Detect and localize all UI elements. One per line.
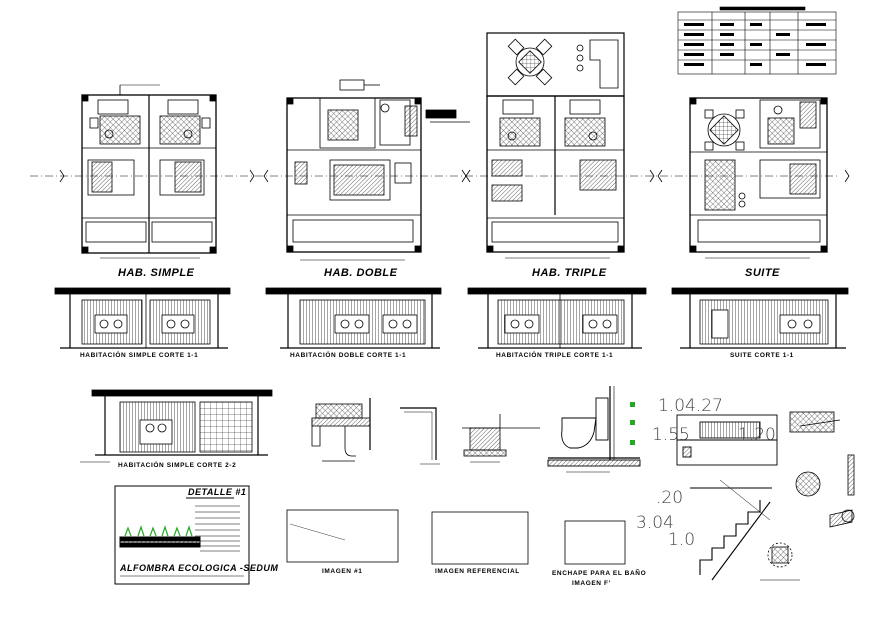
detail-title: DETALLE #1 bbox=[188, 487, 247, 497]
detail-rebar bbox=[760, 411, 855, 581]
legend-table bbox=[677, 6, 837, 75]
caption-imagen-referencial: IMAGEN REFERENCIAL bbox=[435, 568, 520, 575]
title-section-suite: SUITE CORTE 1-1 bbox=[730, 352, 794, 359]
plan-suite bbox=[689, 97, 828, 259]
title-section-simple: HABITACIÓN SIMPLE CORTE 1-1 bbox=[80, 352, 199, 359]
title-hab-triple: HAB. TRIPLE bbox=[532, 267, 607, 279]
detail-corner bbox=[400, 407, 440, 465]
title-section-triple: HABITACIÓN TRIPLE CORTE 1-1 bbox=[496, 352, 614, 359]
image-frames bbox=[286, 509, 626, 565]
plan-hab-triple bbox=[486, 32, 625, 259]
detail-stair-elevation bbox=[690, 479, 772, 581]
caption-enchape-line2: IMAGEN F' bbox=[572, 580, 611, 587]
dimension-4: .20 bbox=[656, 488, 684, 508]
detail-sink bbox=[311, 398, 371, 462]
dimension-5: 3.04 bbox=[636, 513, 674, 533]
section-simple-2-2 bbox=[80, 389, 273, 463]
dimension-3: 1.20 bbox=[738, 425, 776, 445]
section-simple bbox=[54, 287, 231, 349]
caption-enchape-line1: ENCHAPE PARA EL BAÑO bbox=[552, 570, 647, 577]
detail-toilet bbox=[547, 386, 641, 473]
dimension-1: 1.04.27 bbox=[658, 396, 723, 416]
title-hab-simple: HAB. SIMPLE bbox=[118, 267, 195, 279]
title-section-simple-2-2: HABITACIÓN SIMPLE CORTE 2-2 bbox=[118, 462, 237, 469]
section-doble bbox=[265, 287, 442, 349]
plan-hab-doble bbox=[286, 79, 470, 261]
title-hab-doble: HAB. DOBLE bbox=[324, 267, 398, 279]
dimension-6: 1.0 bbox=[668, 530, 696, 550]
title-section-doble: HABITACIÓN DOBLE CORTE 1-1 bbox=[290, 352, 407, 359]
section-suite bbox=[671, 287, 849, 349]
detail-1-frame bbox=[114, 485, 250, 585]
detail-footing bbox=[462, 414, 540, 463]
title-suite: SUITE bbox=[745, 267, 780, 279]
section-triple bbox=[467, 287, 647, 349]
caption-imagen-1: IMAGEN #1 bbox=[322, 568, 363, 575]
dimension-2: 1.55 bbox=[652, 425, 690, 445]
detail-caption: ALFOMBRA ECOLOGICA -SEDUM bbox=[120, 563, 279, 573]
plan-hab-simple bbox=[81, 84, 217, 259]
axis-markers bbox=[59, 169, 850, 183]
detail-stair-section bbox=[676, 414, 778, 466]
